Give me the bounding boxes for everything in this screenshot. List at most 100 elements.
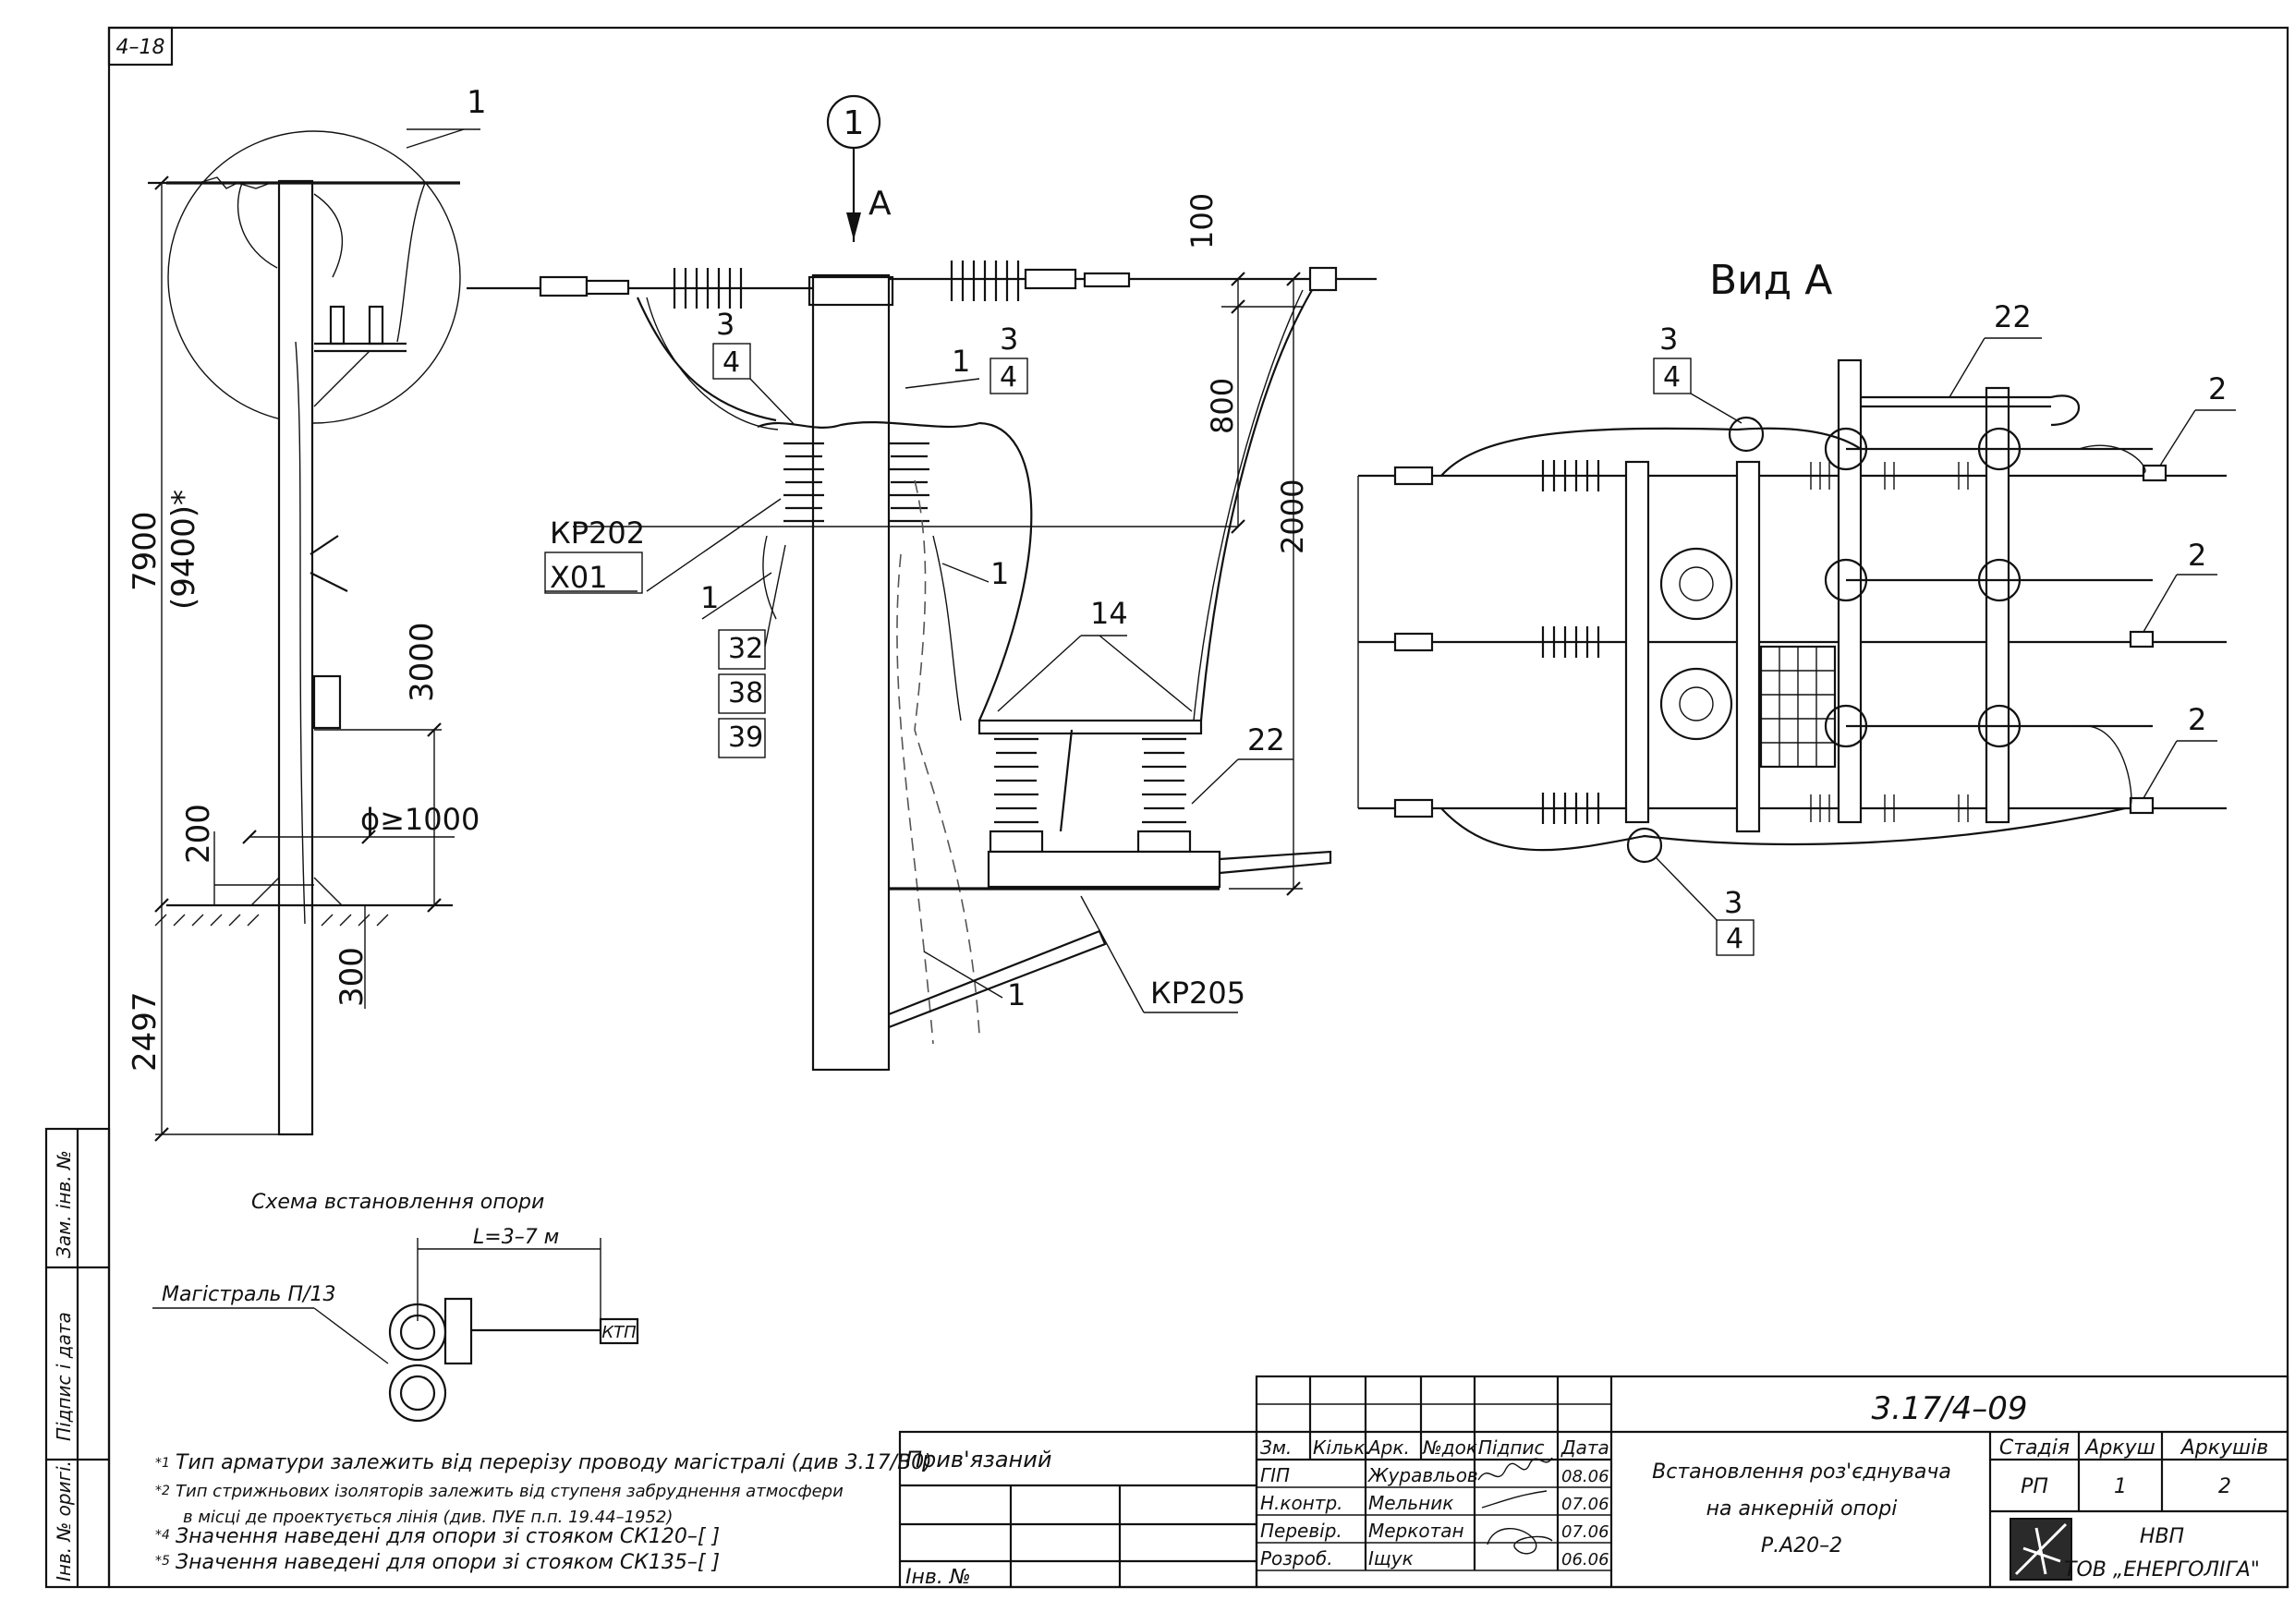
leader-1-lowleft: 1 [700,580,719,615]
svg-text:*1: *1 [155,1456,170,1471]
tb-org-1: НВП [2140,1525,2184,1548]
note-2: Тип стрижньових ізоляторів залежить від … [176,1482,844,1501]
leader-38: 38 [728,677,763,709]
va-leader-4-top: 4 [1663,361,1681,394]
va-leader-2-a: 2 [2208,371,2227,406]
svg-text:*5: *5 [155,1554,170,1569]
tb-h-kilk: Кільк. [1313,1436,1371,1459]
dim-200: 200 [180,804,217,864]
view-a: Вид А [1357,257,2236,956]
leader-39: 39 [728,721,763,754]
svg-text:*2: *2 [155,1484,170,1498]
tb-row1-role: ГІП [1260,1464,1290,1486]
notes: *1 Тип арматури залежить від перерізу пр… [155,1451,932,1574]
scheme-title: Схема встановлення опори [251,1191,544,1214]
note-5: Значення наведені для опори зі стояком С… [176,1551,720,1574]
leader-1-top: 1 [467,84,487,121]
scheme-ktp: КТП [601,1323,637,1342]
label-x01: Х01 [550,560,608,595]
pole-shaft [277,179,314,1136]
svg-text:*4: *4 [155,1528,170,1543]
tb-h-ark: Арк. [1366,1436,1410,1459]
tb-title-3: Р.А20–2 [1761,1534,1842,1557]
tb-row1-date: 08.06 [1561,1467,1609,1486]
leader-1-lowright: 1 [990,556,1009,591]
tb-h-data: Дата [1560,1436,1609,1459]
pole-section [811,273,891,1072]
tb-row2-name: Мельник [1368,1492,1453,1514]
tb-row3-role: Перевір. [1260,1520,1342,1542]
leader-32: 32 [728,633,763,665]
dim-2000: 2000 [1275,479,1310,554]
va-leader-4-bottom: 4 [1726,923,1743,955]
dim-800: 800 [1205,378,1240,434]
tb-title-1: Встановлення роз'єднувача [1652,1460,1951,1484]
tb-row4-date: 06.06 [1561,1550,1609,1569]
tb-code: 3.17/4–09 [1871,1390,2027,1427]
tb-sheets: 2 [2218,1475,2231,1498]
tb-sheet-label: Аркуш [2083,1436,2155,1460]
signature-3 [1487,1527,1553,1555]
tb-sheets-label: Аркушів [2180,1436,2269,1460]
leader-4-right: 4 [1000,361,1017,394]
leader-1-mid: 1 [952,344,970,379]
leader-1-bottom: 1 [1007,977,1026,1012]
tb-row4-role: Розроб. [1260,1547,1333,1569]
tb-row2-date: 07.06 [1561,1495,1609,1514]
scheme-line-label: Магістраль П/13 [162,1283,335,1306]
corner-box [107,26,174,67]
label-kr202: КР202 [550,515,645,551]
va-leader-22: 22 [1994,299,2032,334]
scheme-length: L=3–7 м [473,1226,559,1249]
tb-stage: РП [2021,1475,2048,1498]
leader-22-center: 22 [1247,722,1285,757]
tb-row1-name: Журавльов [1366,1464,1478,1486]
signature-1 [1477,1457,1553,1481]
tb-sheet: 1 [2114,1475,2127,1498]
side-pidpys: Підпис і дата [53,1312,75,1441]
note-4: Значення наведені для опори зі стояком С… [176,1525,720,1548]
tb-row4-name: Іщук [1368,1547,1414,1569]
side-stamp: Зам. інв. № Підпис і дата Інв. № оригі. [44,1127,111,1589]
dim-2497: 2497 [127,991,164,1072]
note-3: в місці де проектується лінія (див. ПУЕ … [183,1508,673,1527]
tb-row3-date: 07.06 [1561,1522,1609,1542]
tb-h-pidpys: Підпис [1478,1436,1545,1459]
arrow-a: А [868,185,892,223]
va-leader-2-b: 2 [2188,538,2206,573]
dim-3000: 3000 [404,622,441,702]
tb-h-ndok: №док. [1422,1436,1483,1459]
tb-org-2: ТОВ „ЕНЕРГОЛІГА" [2064,1558,2260,1582]
install-scheme: Схема встановлення опори L=3–7 м КТП Маг… [152,1191,639,1423]
side-zam: Зам. інв. № [53,1150,75,1258]
note-1: Тип арматури залежить від перерізу прово… [176,1451,932,1474]
detail-circle [167,130,461,424]
dim-300: 300 [334,947,370,1007]
tb-inv-no: Інв. № [905,1566,971,1589]
dim-phi: ϕ≥1000 [360,802,480,837]
section-1-view: 1 А [467,94,1377,1072]
side-inv: Інв. № оригі. [53,1460,75,1582]
leader-4-left: 4 [722,346,740,379]
label-kr205: КР205 [1150,976,1245,1011]
tb-title-2: на анкерній опорі [1706,1497,1898,1521]
view-a-title: Вид А [1709,257,1832,304]
leader-3-right: 3 [1000,321,1018,357]
dim-9400: (9400)* [165,490,202,610]
tb-row3-name: Меркотан [1368,1520,1464,1542]
leader-3-left: 3 [716,307,735,342]
tb-row2-role: Н.контр. [1260,1492,1343,1514]
dim-100: 100 [1184,193,1220,249]
section-marker: 1 [844,104,865,142]
va-leader-3-bottom: 3 [1724,885,1742,920]
title-block: Прив'язаний Інв. № Зм. Кільк. Арк. №док.… [898,1375,2289,1589]
dim-7900: 7900 [127,511,164,591]
corner-code: 4–18 [116,36,165,59]
signature-2 [1481,1490,1548,1509]
tb-stage-label: Стадія [1999,1436,2070,1460]
leader-14: 14 [1090,596,1128,631]
tb-h-zm: Зм. [1260,1436,1292,1459]
va-leader-2-c: 2 [2188,702,2206,737]
pole-elevation: 1 7900 (9400)* 2497 [127,84,487,1142]
